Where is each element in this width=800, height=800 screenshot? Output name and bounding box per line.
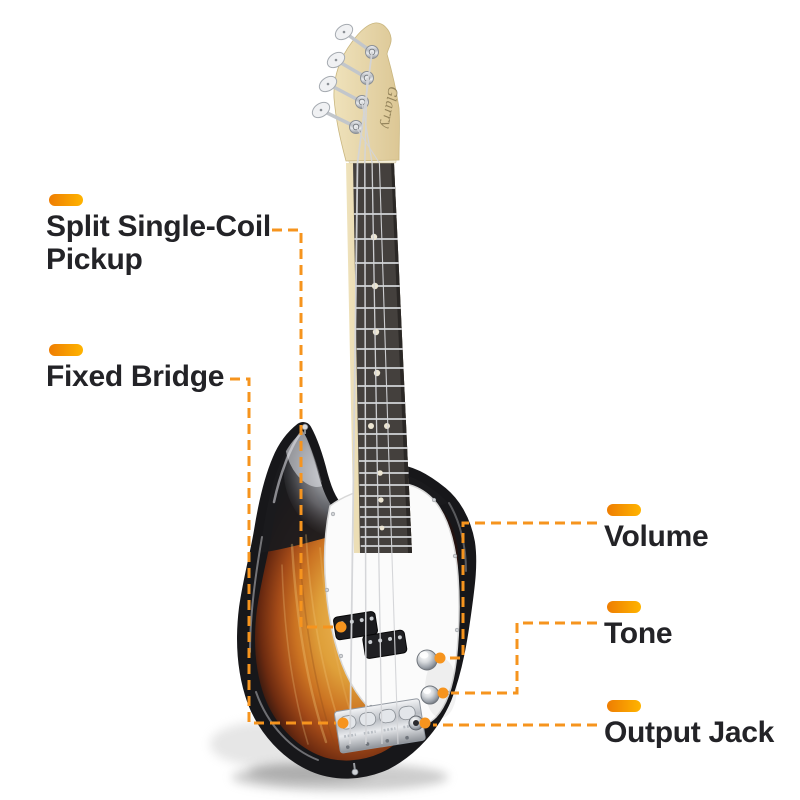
callout-volume: Volume (604, 504, 794, 553)
accent-pill (607, 504, 641, 516)
strings (349, 51, 399, 745)
accent-pill (607, 700, 641, 712)
connectors (230, 228, 597, 727)
callout-fixed-bridge: Fixed Bridge (46, 344, 296, 393)
callout-label-fixed-bridge: Fixed Bridge (46, 360, 225, 393)
body-gloss (249, 432, 467, 761)
callout-label-volume: Volume (604, 520, 709, 553)
accent-pill (607, 601, 641, 613)
split-single-coil-pickup (333, 611, 408, 659)
dot-volume (434, 652, 446, 664)
dot-tone (437, 687, 449, 699)
strap-button-bottom (351, 762, 359, 776)
connector-split-pickup (272, 228, 333, 629)
dot-split-pickup (335, 621, 347, 633)
callout-label-tone: Tone (604, 617, 673, 650)
connector-dots (335, 621, 449, 729)
tuning-pegs (311, 23, 379, 134)
connector-volume (448, 521, 597, 660)
dot-fixed-bridge (337, 717, 349, 729)
accent-pill (49, 194, 83, 206)
volume-knob (416, 649, 438, 671)
connector-fixed-bridge (230, 377, 336, 725)
callout-output-jack: Output Jack (604, 700, 800, 749)
tone-knob (420, 685, 440, 705)
callout-label-output-jack: Output Jack (604, 716, 775, 749)
headstock: Glarry (311, 22, 400, 162)
connector-tone (451, 621, 597, 695)
callout-split-pickup: Split Single-Coil Pickup (46, 194, 296, 276)
callout-tone: Tone (604, 601, 794, 650)
brand-logo: Glarry (378, 85, 400, 130)
callout-label-split-pickup: Split Single-Coil Pickup (46, 210, 271, 276)
accent-pill (49, 344, 83, 356)
dot-output-jack (419, 717, 431, 729)
